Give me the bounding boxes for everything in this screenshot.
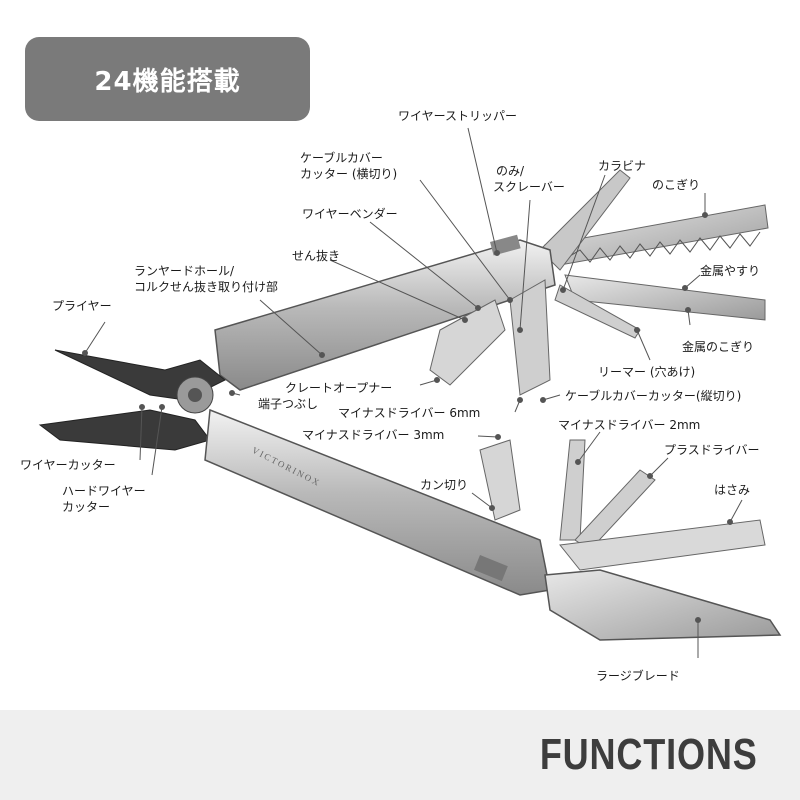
label-phillips-driver: プラスドライバー xyxy=(664,443,760,457)
label-chisel: のみ/ スクレーバー xyxy=(493,163,565,195)
label-large-blade: ラージブレード xyxy=(596,669,680,683)
label-crate-opener: クレートオープナー xyxy=(285,381,393,395)
label-metal-saw: 金属のこぎり xyxy=(682,340,755,354)
lower-handle xyxy=(204,408,551,596)
label-wire-stripper: ワイヤーストリッパー xyxy=(398,109,518,123)
label-hard-wire-cutter: ハードワイヤー カッター xyxy=(62,483,146,515)
carabiner xyxy=(539,169,631,271)
label-cable-cover-cutter-horizontal: ケーブルカバー カッター (横切り) xyxy=(300,150,397,182)
label-screwdriver-2mm: マイナスドライバー 2mm xyxy=(558,418,701,432)
label-carabiner: カラビナ xyxy=(598,159,647,173)
screwdriver-2mm xyxy=(559,439,586,541)
label-screwdriver-6mm: マイナスドライバー 6mm xyxy=(338,406,481,420)
label-crimper: 端子つぶし xyxy=(258,397,319,411)
chisel xyxy=(509,279,551,396)
label-cable-cover-cutter-vertical: ケーブルカバーカッター(縦切り) xyxy=(565,389,742,403)
large-blade xyxy=(544,569,782,641)
label-line: カッター xyxy=(62,500,111,514)
label-wire-cutter: ワイヤーカッター xyxy=(20,458,116,472)
label-line: カッター (横切り) xyxy=(300,167,398,181)
reamer xyxy=(554,284,641,339)
label-line: ハードワイヤー xyxy=(62,484,146,498)
label-line: ランヤードホール/ xyxy=(134,264,235,278)
label-screwdriver-3mm: マイナスドライバー 3mm xyxy=(302,428,445,442)
upper-handle xyxy=(214,239,556,391)
label-line: のみ/ xyxy=(496,164,525,178)
label-can-opener: カン切り xyxy=(420,478,469,492)
pliers-lower-jaw xyxy=(38,409,211,451)
label-pliers: プライヤー xyxy=(52,299,112,313)
label-lanyard-hole: ランヤードホール/ コルクせん抜き取り付け部 xyxy=(134,263,278,295)
footer-title: FUNCTIONS xyxy=(540,730,758,779)
label-reamer: リーマー (穴あけ) xyxy=(598,365,696,379)
bottle-opener xyxy=(429,299,506,386)
label-wood-saw: のこぎり xyxy=(652,178,701,192)
label-line: ケーブルカバー xyxy=(300,151,383,165)
label-wire-bender: ワイヤーベンダー xyxy=(302,207,398,221)
label-line: コルクせん抜き取り付け部 xyxy=(134,280,279,294)
scissors xyxy=(559,519,766,571)
label-scissors: はさみ xyxy=(714,483,751,497)
label-line: スクレーバー xyxy=(493,180,565,194)
label-bottle-opener: せん抜き xyxy=(292,249,341,263)
feature-count-badge: 24機能搭載 xyxy=(25,37,310,121)
label-metal-file: 金属やすり xyxy=(700,264,761,278)
can-opener xyxy=(479,439,521,521)
footer-bar: FUNCTIONS xyxy=(0,710,800,800)
